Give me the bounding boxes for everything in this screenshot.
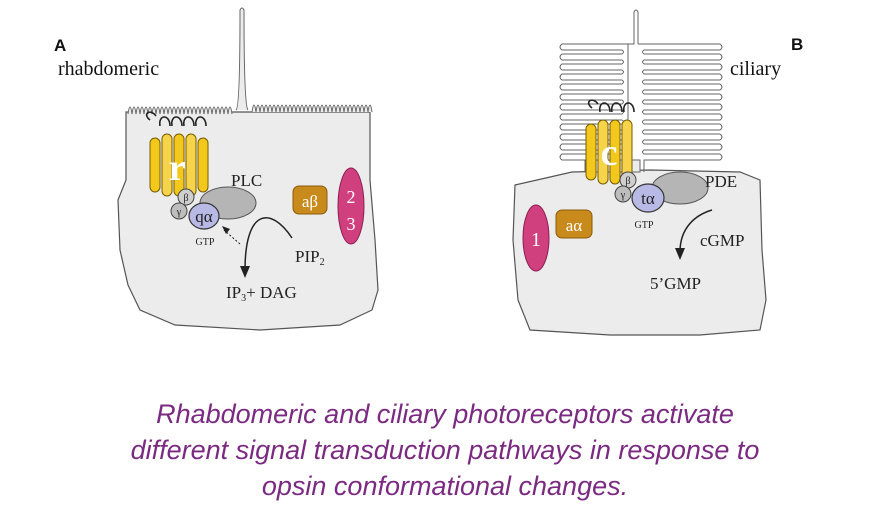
- cgmp-to-5gmp-arrow: [679, 209, 713, 253]
- g-beta-subunit: [177, 188, 195, 206]
- membrane-discs: [559, 9, 723, 172]
- caption-line-1: Rhabdomeric and ciliary photoreceptors a…: [156, 399, 734, 429]
- receptor-c: [585, 119, 633, 185]
- arrestin-beta: [292, 185, 328, 215]
- pink-cell-2-label: 2: [347, 187, 356, 207]
- receptor-loops: [145, 111, 207, 127]
- receptor-r-label: r: [169, 147, 186, 189]
- g-beta-label-b: β: [625, 176, 630, 187]
- panel-b-letter: B: [791, 35, 803, 54]
- gtp-label-a: GTP: [196, 237, 215, 248]
- gtp-label-b: GTP: [635, 220, 654, 231]
- arrowhead-5gmp: [675, 248, 685, 260]
- g-gamma-label: γ: [176, 207, 182, 218]
- caption-line-3: opsin conformational changes.: [261, 471, 629, 501]
- g-beta-label: β: [183, 193, 188, 204]
- g-alpha-q-subunit: [188, 202, 220, 230]
- g-alpha-t-subunit: [631, 183, 665, 213]
- caption-line-2: different signal transduction pathways i…: [130, 435, 760, 465]
- pip2-to-products-arrow: [244, 217, 293, 271]
- g-gamma-subunit-b: [614, 185, 632, 203]
- panel-a: r PLC β γ qα GTP PIP2 IP3+ DAG aβ 2 3 A …: [54, 7, 379, 331]
- g-gamma-label-b: γ: [620, 190, 626, 201]
- arrowhead-products: [240, 266, 250, 278]
- ip3-dag-label: IP3+ DAG: [226, 283, 297, 304]
- microvilli: [127, 7, 373, 115]
- figure-caption: Rhabdomeric and ciliary photoreceptors a…: [0, 396, 890, 504]
- pink-cell-23: [337, 167, 365, 245]
- g-gamma-subunit: [170, 202, 188, 220]
- plc-label: PLC: [231, 171, 262, 190]
- arrestin-alpha: [555, 209, 593, 239]
- panel-a-letter: A: [54, 36, 66, 55]
- pink-cell-1-label: 1: [531, 229, 541, 251]
- pde-label: PDE: [705, 172, 737, 191]
- 5gmp-label: 5’GMP: [650, 274, 701, 293]
- panel-a-title: rhabdomeric: [58, 58, 159, 80]
- panel-b: c PDE β γ tα GTP cGMP 5’GMP 1 aα B cilia…: [512, 9, 803, 336]
- arrestin-alpha-label: aα: [566, 216, 583, 235]
- g-alpha-t-label: tα: [641, 189, 655, 208]
- arrestin-beta-label: aβ: [302, 192, 318, 211]
- pink-cell-1: [522, 204, 550, 272]
- pink-cell-3-label: 3: [347, 214, 356, 234]
- cgmp-label: cGMP: [700, 231, 744, 250]
- receptor-loops-b: [587, 99, 635, 113]
- panel-b-title: ciliary: [730, 58, 781, 80]
- receptor-c-label: c: [601, 132, 618, 174]
- arrowhead-dashed: [222, 226, 230, 234]
- g-alpha-q-label: qα: [195, 207, 213, 226]
- pip2-label: PIP2: [295, 247, 325, 268]
